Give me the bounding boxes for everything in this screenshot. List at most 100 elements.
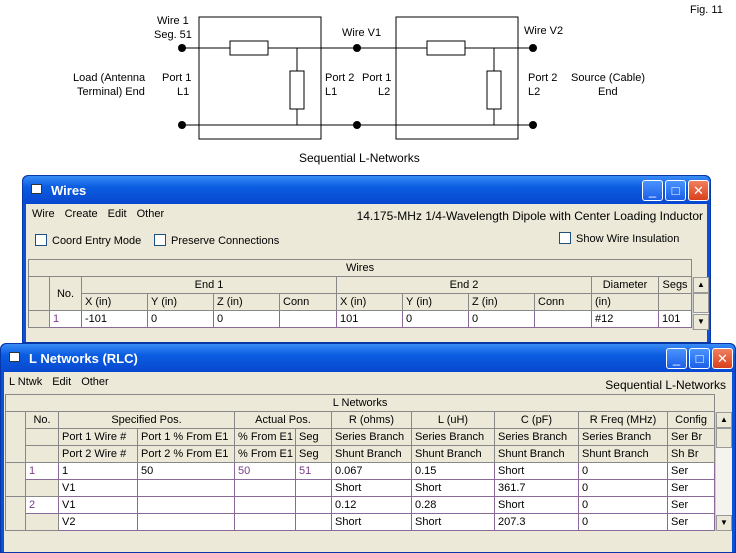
menu-l-ntwk[interactable]: L Ntwk: [9, 376, 43, 388]
table-cell[interactable]: 207.3: [494, 513, 579, 531]
table-cell[interactable]: [534, 310, 592, 328]
row-selector[interactable]: [28, 310, 50, 328]
table-cell[interactable]: #12: [591, 310, 659, 328]
show-wire-insulation-checkbox[interactable]: Show Wire Insulation: [559, 232, 679, 245]
window-icon: [31, 184, 42, 194]
table-cell[interactable]: 0: [213, 310, 280, 328]
scroll-up-button[interactable]: ▲: [716, 412, 732, 428]
table-cell[interactable]: 0: [578, 496, 668, 514]
close-button[interactable]: ✕: [688, 180, 709, 201]
menu-other[interactable]: Other: [136, 208, 165, 220]
close-button[interactable]: ✕: [712, 348, 733, 369]
scroll-thumb[interactable]: [693, 293, 709, 313]
table-cell[interactable]: 0: [147, 310, 214, 328]
menu-edit[interactable]: Edit: [107, 208, 127, 220]
menu-create[interactable]: Create: [64, 208, 98, 220]
table-cell[interactable]: Short: [494, 496, 579, 514]
maximize-button[interactable]: □: [665, 180, 686, 201]
table-cell[interactable]: 0: [578, 513, 668, 531]
table-cell[interactable]: Ser: [666, 462, 716, 480]
table-cell[interactable]: [137, 513, 235, 531]
table-cell[interactable]: [234, 496, 296, 514]
table-cell[interactable]: 101: [657, 310, 693, 328]
table-cell[interactable]: [295, 513, 332, 531]
wires-title-bar[interactable]: Wires: [23, 176, 710, 204]
table-cell[interactable]: [295, 479, 332, 497]
table-cell[interactable]: 0: [402, 310, 469, 328]
menu-wire[interactable]: Wire: [32, 208, 55, 220]
table-cell[interactable]: [279, 310, 337, 328]
table-cell[interactable]: 50: [137, 462, 235, 480]
table-cell[interactable]: Ser: [666, 513, 716, 531]
label-load-2: Terminal) End: [77, 86, 145, 98]
table-cell[interactable]: [234, 479, 296, 497]
column-header: Series Branch: [494, 428, 579, 446]
minimize-button[interactable]: _: [642, 180, 663, 201]
scroll-down-button[interactable]: ▼: [693, 314, 709, 330]
table-cell[interactable]: [25, 513, 59, 531]
table-cell[interactable]: [234, 513, 296, 531]
minimize-button[interactable]: _: [666, 348, 687, 369]
column-header: R Freq (MHz): [578, 411, 668, 429]
column-header: Shunt Branch: [331, 445, 412, 463]
table-cell[interactable]: 361.7: [494, 479, 579, 497]
table-cell[interactable]: Short: [411, 479, 495, 497]
table-cell[interactable]: Short: [331, 513, 412, 531]
column-header: Port 2 Wire #: [58, 445, 138, 463]
table-cell[interactable]: 51: [295, 462, 332, 480]
column-header: Actual Pos.: [234, 411, 332, 429]
scroll-down-button[interactable]: ▼: [716, 515, 732, 531]
table-cell[interactable]: 0: [578, 479, 668, 497]
table-cell[interactable]: 0: [578, 462, 668, 480]
l-networks-scrollbar[interactable]: ▲ ▼: [715, 412, 732, 531]
table-cell[interactable]: -101: [81, 310, 148, 328]
table-cell[interactable]: 1: [25, 462, 59, 480]
table-cell[interactable]: [295, 496, 332, 514]
column-header: No.: [25, 411, 59, 429]
diagram-caption: Sequential L-Networks: [299, 151, 420, 165]
row-selector[interactable]: [5, 462, 26, 497]
table-cell[interactable]: [25, 479, 59, 497]
table-cell[interactable]: 1: [58, 462, 138, 480]
table-cell[interactable]: 1: [49, 310, 82, 328]
column-header: [25, 445, 59, 463]
table-cell[interactable]: 0.067: [331, 462, 412, 480]
l-networks-title-bar[interactable]: L Networks (RLC): [1, 344, 735, 372]
preserve-connections-checkbox[interactable]: Preserve Connections: [154, 234, 279, 247]
table-cell[interactable]: 0: [468, 310, 535, 328]
column-header: C (pF): [494, 411, 579, 429]
wires-scrollbar[interactable]: ▲ ▼: [692, 277, 709, 330]
table-cell[interactable]: [137, 479, 235, 497]
table-cell[interactable]: 2: [25, 496, 59, 514]
coord-entry-checkbox[interactable]: Coord Entry Mode: [35, 234, 141, 247]
scroll-up-button[interactable]: ▲: [693, 277, 709, 293]
maximize-button[interactable]: □: [689, 348, 710, 369]
table-cell[interactable]: Short: [411, 513, 495, 531]
column-header: No.: [49, 276, 82, 311]
table-cell[interactable]: V1: [58, 479, 138, 497]
column-header: % From E1: [234, 428, 296, 446]
table-cell[interactable]: [137, 496, 235, 514]
table-cell[interactable]: Ser: [666, 496, 716, 514]
column-header: Shunt Branch: [578, 445, 668, 463]
row-header-corner: [5, 411, 26, 463]
table-cell[interactable]: 50: [234, 462, 296, 480]
scroll-thumb[interactable]: [716, 428, 732, 448]
row-header-corner: [28, 276, 50, 311]
table-cell[interactable]: V2: [58, 513, 138, 531]
row-selector[interactable]: [5, 496, 26, 531]
table-cell[interactable]: 0.28: [411, 496, 495, 514]
figure-label: Fig. 11: [690, 4, 723, 16]
column-header: X (in): [81, 293, 148, 311]
table-cell[interactable]: 0.12: [331, 496, 412, 514]
table-cell[interactable]: 101: [336, 310, 403, 328]
table-cell[interactable]: Short: [494, 462, 579, 480]
menu-other[interactable]: Other: [81, 376, 109, 388]
table-cell[interactable]: Short: [331, 479, 412, 497]
table-cell[interactable]: 0.15: [411, 462, 495, 480]
menu-edit[interactable]: Edit: [52, 376, 72, 388]
table-cell[interactable]: Ser: [666, 479, 716, 497]
table-cell[interactable]: V1: [58, 496, 138, 514]
